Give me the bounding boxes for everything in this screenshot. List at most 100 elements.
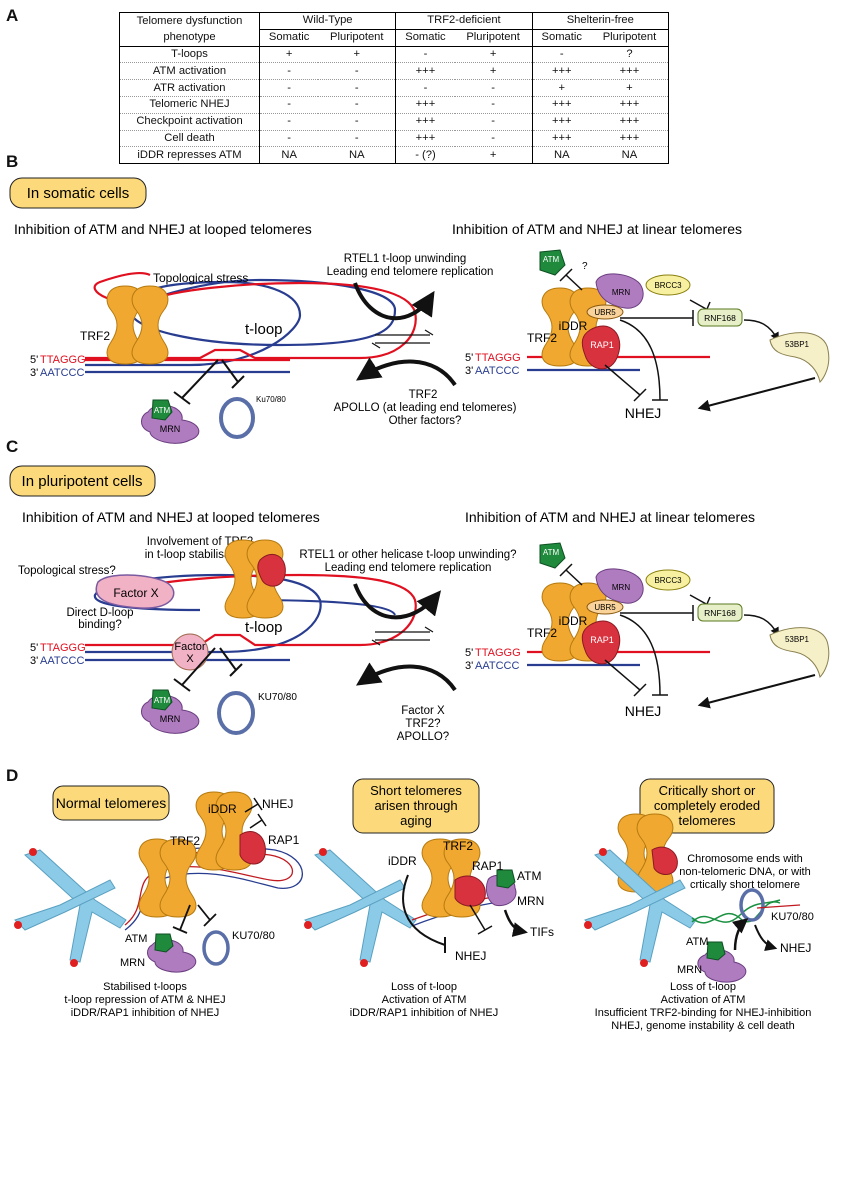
d3-caption-1: Loss of t-loop (670, 981, 736, 993)
d1-ku (202, 930, 230, 966)
b-3prime: 3' (30, 367, 38, 379)
c-x-label: X (186, 653, 194, 665)
d3-note-3: crtically short telomere (690, 879, 800, 891)
table-subheader: Pluripotent (318, 29, 397, 47)
row-label: iDDR represses ATM (119, 146, 260, 164)
c-tloop-label: t-loop (245, 619, 283, 636)
table-cell: - (318, 112, 397, 131)
table-subheader: Pluripotent (602, 31, 657, 44)
panel-letter-c: C (6, 437, 19, 456)
b-nhej-label: NHEJ (625, 405, 662, 421)
d2-caption-3: iDDR/RAP1 inhibition of NHEJ (350, 1007, 499, 1019)
b-rnf168-box (697, 308, 743, 327)
d-box-normal (52, 785, 170, 821)
c-factor-label: Factor (174, 641, 206, 653)
d3-caption-2: Activation of ATM (661, 994, 746, 1006)
table-cell: +++ (532, 129, 591, 147)
c-transition-arrows: RTEL1 or other helicase t-loop unwinding… (299, 549, 516, 743)
somatic-box-label: In somatic cells (27, 185, 130, 202)
d-box-short-3: aging (400, 813, 432, 828)
c-atm-label: ATM (154, 696, 171, 705)
table-cell: - (454, 129, 533, 147)
d3-caption-3: Insufficient TRF2-binding for NHEJ-inhib… (595, 1007, 812, 1019)
row-label: Checkpoint activation (119, 112, 260, 131)
b-r-5prime: 5' (465, 352, 473, 364)
table-cell: +++ (395, 95, 455, 114)
table-subheader: Somatic (541, 31, 582, 44)
c-c-strand: AATCCC (40, 655, 84, 667)
pluripotent-box-label: In pluripotent cells (22, 473, 143, 490)
d-box-critical-1: Critically short or (659, 783, 756, 798)
table-header-label-2: phenotype (119, 29, 260, 47)
table-row: Telomeric NHEJ - - +++ - +++ +++ (119, 95, 669, 114)
d3-mrn-label: MRN (677, 964, 702, 976)
d-box-critical-2: completely eroded (654, 798, 760, 813)
c-arrow-top-1: RTEL1 or other helicase t-loop unwinding… (299, 549, 516, 561)
d1-caption-1: Stabilised t-loops (103, 981, 187, 993)
b-looped-telomere: Topological stress TRF2 t-loop 5' TTAGGG… (30, 271, 417, 444)
d-box-short (352, 778, 480, 834)
d2-nhej: NHEJ (455, 949, 486, 963)
table-cell: - (318, 62, 397, 80)
c-mrn-r-label: MRN (612, 583, 630, 592)
c-ubr5-label: UBR5 (594, 603, 616, 612)
table-cell: + (259, 45, 319, 63)
b-ubr5-label: UBR5 (594, 308, 616, 317)
d1-iddr: iDDR (208, 802, 237, 816)
b-arrow-top-1: RTEL1 t-loop unwinding (344, 253, 467, 265)
c-mrn-label: MRN (160, 714, 181, 724)
c-3prime: 3' (30, 655, 38, 667)
c-rnf168-label: RNF168 (704, 608, 736, 618)
row-label: Telomeric NHEJ (119, 95, 260, 114)
c-r-5prime: 5' (465, 647, 473, 659)
d1-atm-label: ATM (125, 933, 147, 945)
table-cell: - (454, 95, 533, 114)
table-cell: - (454, 79, 533, 97)
b-r-c-strand: AATCCC (475, 365, 519, 377)
table-header-label-1: Telomere dysfunction (119, 12, 260, 30)
table-cell: - (259, 62, 319, 80)
c-arrow-bottom-1: Factor X (401, 705, 445, 717)
table-cell: +++ (395, 62, 455, 80)
table-row: ATR activation - - - - + + (119, 79, 669, 97)
c-atm-r-shape (539, 542, 566, 569)
c-factorx-label: Factor X (113, 586, 158, 600)
table-cell: + (454, 146, 533, 164)
table-cell: + (590, 79, 669, 97)
d1-chromosome (14, 848, 127, 967)
c-atm-r-label: ATM (543, 548, 560, 557)
table-cell: - (259, 112, 319, 131)
b-c-strand: AATCCC (40, 367, 84, 379)
panel-c: In pluripotent cells Inhibition of ATM a… (9, 465, 830, 743)
d1-mrn-label: MRN (120, 957, 145, 969)
b-5prime: 5' (30, 354, 38, 366)
c-direct-1: Direct D-loop (66, 607, 133, 619)
c-53bp1-label: 53BP1 (785, 635, 810, 644)
b-brcc3-label: BRCC3 (654, 281, 682, 290)
table-cell: + (318, 45, 397, 63)
table-cell: NA (318, 146, 397, 164)
table-cell: NA (532, 146, 591, 164)
c-ku-ring (217, 691, 255, 735)
c-arrow-top-2: Leading end telomere replication (325, 562, 492, 574)
table-cell: - (259, 129, 319, 147)
d-box-short-1: Short telomeres (370, 783, 462, 798)
panel-letter-a: A (6, 6, 19, 25)
b-atm-r-label: ATM (543, 255, 560, 264)
c-r-3prime: 3' (465, 660, 473, 672)
d3-ku (739, 888, 765, 922)
b-arrow-top-2: Leading end telomere replication (327, 266, 494, 278)
b-g-strand: TTAGGG (40, 354, 86, 366)
somatic-box (9, 177, 147, 209)
c-ku-label: KU70/80 (258, 692, 297, 703)
c-g-strand: TTAGGG (40, 642, 86, 654)
c-ubr5-shape (586, 599, 624, 615)
table-cell: +++ (532, 62, 591, 80)
table-cell: - (318, 79, 397, 97)
d2-caption-1: Loss of t-loop (391, 981, 457, 993)
d1-nhej: NHEJ (262, 797, 293, 811)
c-looped-telomere: Involvement of TRF2 in t-loop stabilisat… (18, 536, 417, 735)
d3-nhej: NHEJ (780, 941, 811, 955)
b-rap1-shape (581, 325, 621, 370)
